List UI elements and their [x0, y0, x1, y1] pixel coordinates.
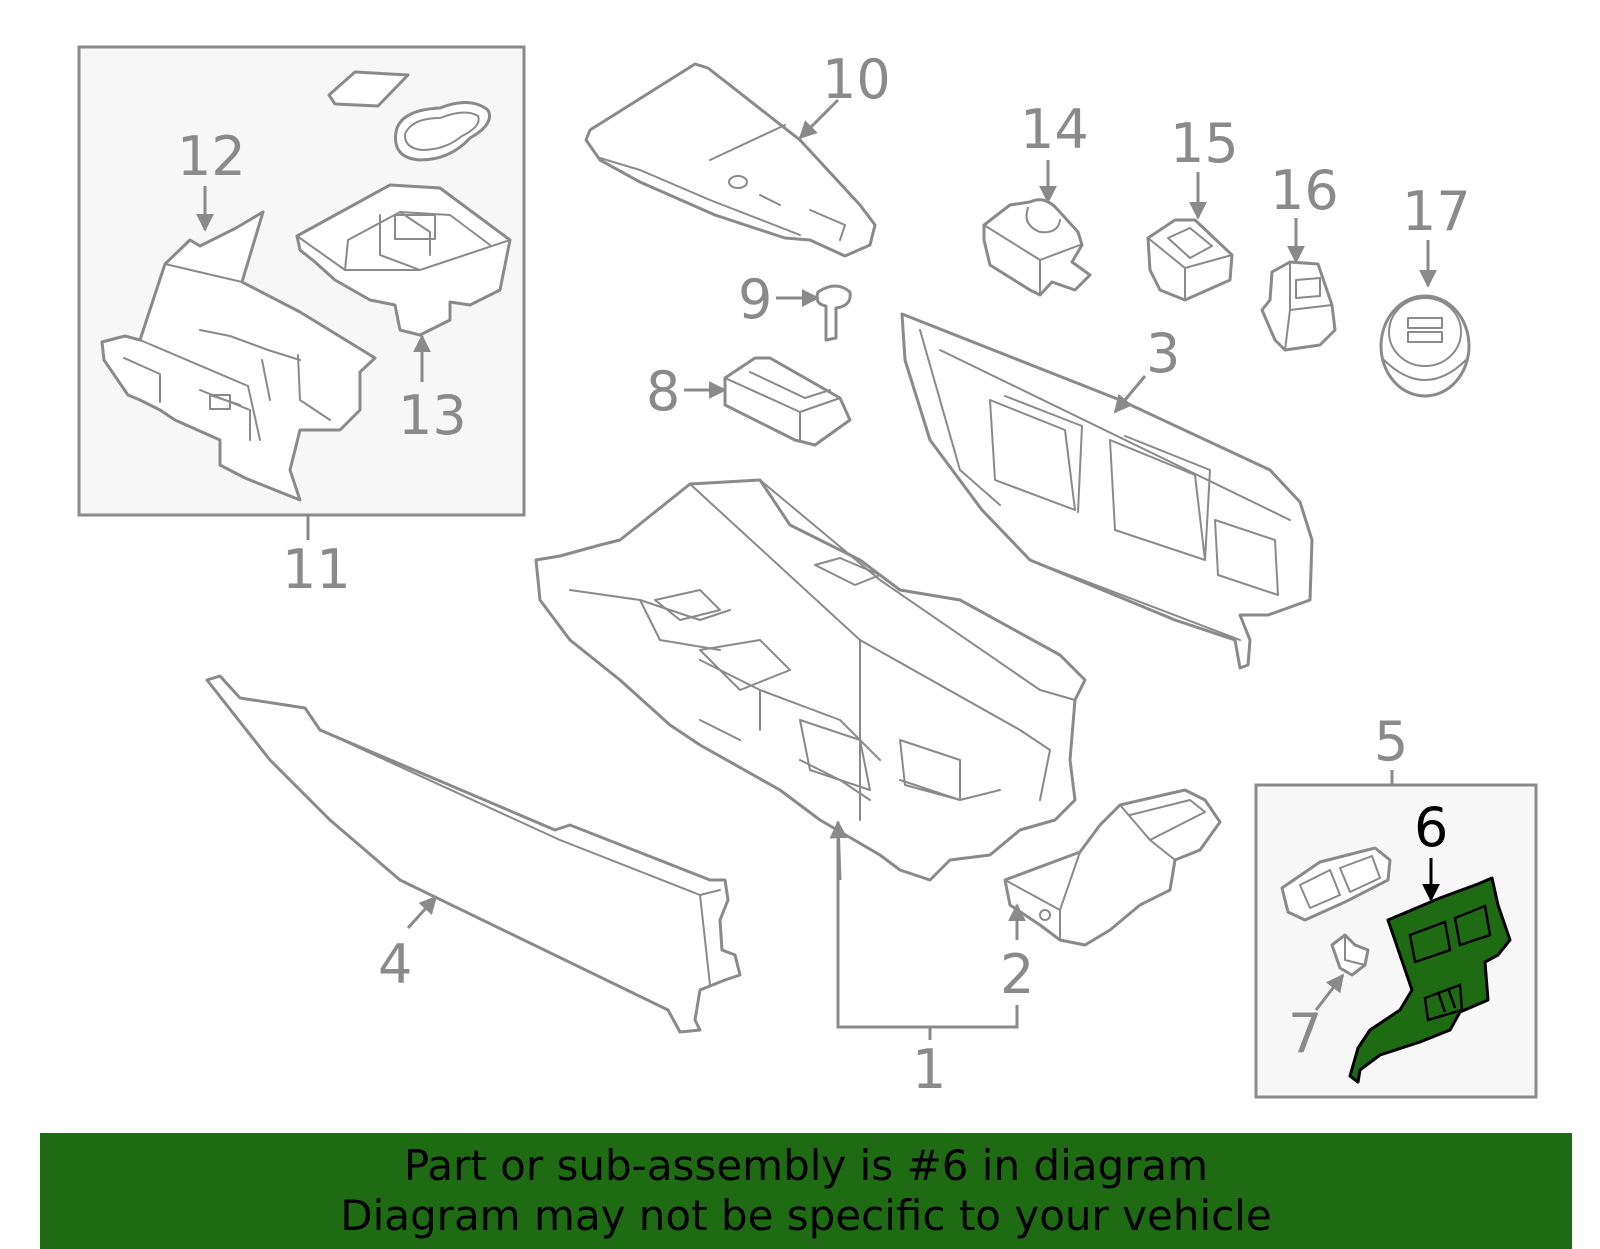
callout-12: 12	[177, 125, 246, 188]
part-6-highlighted[interactable]	[1348, 876, 1512, 1084]
part-3-side-panel[interactable]	[900, 312, 1314, 670]
part-6-bezel-grey[interactable]	[1280, 846, 1392, 922]
callout-9: 9	[738, 268, 772, 331]
banner-line-part: Part or sub-assembly is #6 in diagram	[403, 1141, 1209, 1190]
part-1-console-body[interactable]	[534, 478, 1087, 882]
part-8-module[interactable]	[723, 356, 852, 447]
banner-line-disclaimer: Diagram may not be specific to your vehi…	[340, 1191, 1272, 1240]
callout-10: 10	[822, 48, 891, 111]
callout-14: 14	[1020, 98, 1089, 161]
callout-8: 8	[646, 360, 680, 423]
part-7-clip[interactable]	[1330, 933, 1370, 977]
part-14-shifter[interactable]	[982, 198, 1092, 297]
part-2-bracket[interactable]	[1003, 788, 1222, 947]
part-15-switch[interactable]	[1146, 218, 1234, 302]
callout-13: 13	[398, 384, 467, 447]
part-4-side-trim[interactable]	[205, 674, 742, 1034]
callout-11: 11	[282, 538, 351, 601]
callout-2: 2	[1000, 943, 1034, 1006]
callout-4: 4	[378, 933, 412, 996]
part-17-knob[interactable]	[1379, 294, 1471, 398]
callout-3: 3	[1146, 322, 1180, 385]
part-13-tray[interactable]	[295, 70, 512, 337]
part-10-console-top[interactable]	[584, 62, 877, 258]
callout-6: 6	[1414, 796, 1448, 859]
callout-7: 7	[1288, 1002, 1322, 1065]
info-banner: Part or sub-assembly is #6 in diagram Di…	[40, 1133, 1572, 1249]
callout-16: 16	[1270, 159, 1339, 222]
callout-17: 17	[1402, 180, 1471, 243]
part-16-switch[interactable]	[1260, 260, 1337, 352]
part-9-screw[interactable]	[815, 284, 852, 342]
callout-15: 15	[1170, 112, 1239, 175]
callout-5: 5	[1374, 710, 1408, 773]
part-12-bracket[interactable]	[100, 210, 377, 502]
callout-1: 1	[912, 1038, 946, 1101]
